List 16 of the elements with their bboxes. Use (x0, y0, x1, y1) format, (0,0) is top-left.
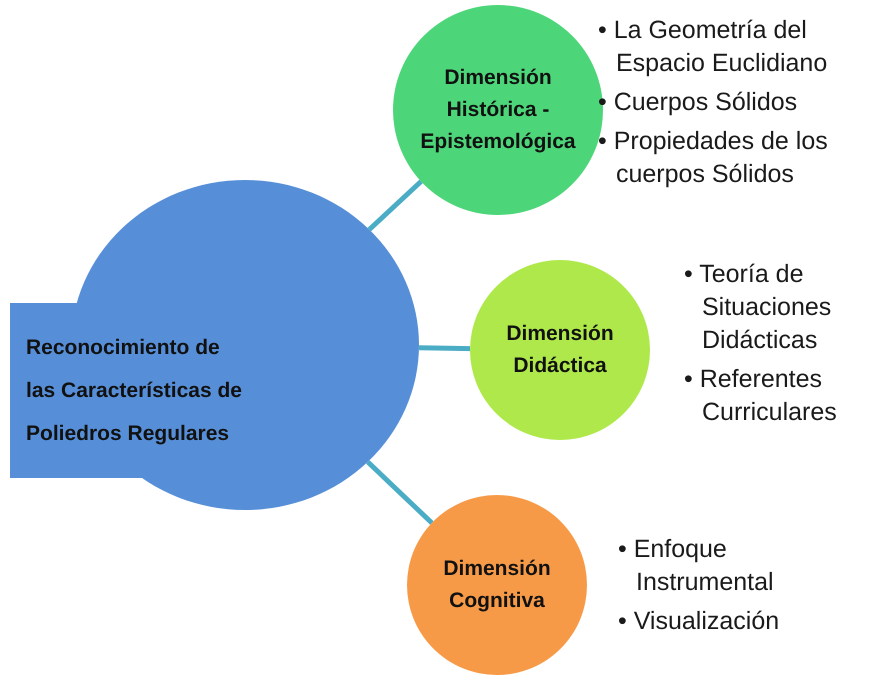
node-label: Dimensión Cognitiva (442, 556, 552, 614)
connector-line (366, 460, 434, 525)
dimension-circle (470, 260, 650, 440)
bullet-item: • Teoría de Situaciones Didácticas (684, 259, 832, 356)
node-label: Reconocimiento de las Características de Poliedros Regulares (26, 335, 243, 447)
node-label: Dimensión Histórica - Epistemológica (419, 65, 577, 155)
bullet-item: • Propiedades de los cuerpos Sólidos (598, 126, 829, 190)
bullet-item: • Enfoque Instrumental (618, 534, 775, 598)
bullet-item: • Visualización (618, 606, 780, 637)
bullet-item: • Referentes Curriculares (684, 364, 838, 428)
topic-circle (10, 180, 418, 510)
connector-line (368, 180, 423, 232)
bullet-item: • La Geometría del Espacio Euclidiano (598, 15, 828, 79)
node-label: Dimensión Didáctica (505, 321, 615, 379)
dimension-circle (407, 495, 587, 675)
connector-line (418, 345, 470, 352)
